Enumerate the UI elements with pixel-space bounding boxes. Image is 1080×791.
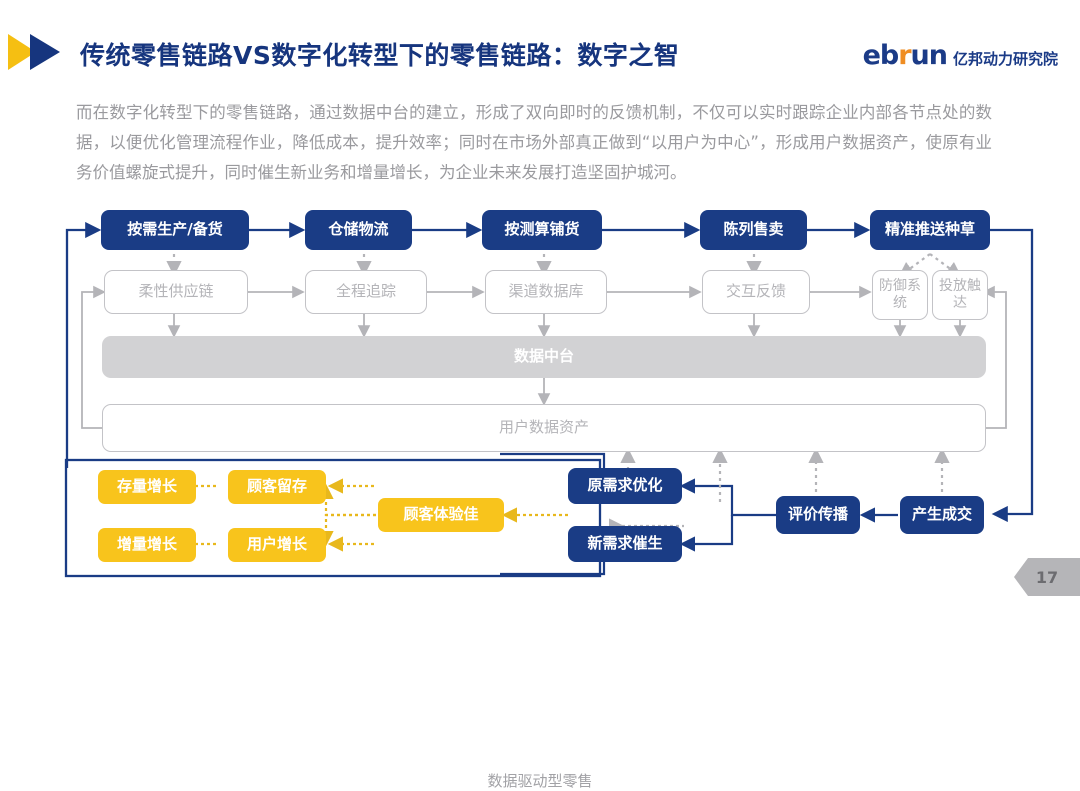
node-label: 陈列售卖 (723, 220, 784, 239)
node-mid-4: 交互反馈 (702, 270, 810, 314)
node-label: 存量增长 (116, 477, 177, 496)
diagram-connectors (64, 221, 1034, 578)
node-demand-1: 原需求优化 (568, 468, 682, 504)
node-top-3: 按测算铺货 (482, 210, 602, 250)
node-top-4: 陈列售卖 (700, 210, 807, 250)
page-number-badge: 17 (1014, 558, 1080, 596)
data-platform-label: 数据中台 (513, 347, 574, 366)
node-label: 柔性供应链 (138, 282, 214, 301)
brand-text-part2: un (910, 40, 948, 71)
node-label: 防御系统 (879, 278, 921, 311)
retail-chain-diagram: 按需生产/备货 仓储物流 按测算铺货 陈列售卖 精准推送种草 柔性供应链 全程追… (0, 196, 1080, 790)
node-outcome-1: 评价传播 (776, 496, 860, 534)
node-mid-2: 全程追踪 (305, 270, 427, 314)
brand-text-accent: r (898, 40, 911, 71)
node-label: 仓储物流 (328, 220, 389, 239)
brand-text-part1: eb (862, 40, 900, 71)
node-growth-2: 增量增长 (98, 528, 196, 562)
node-growth-5: 顾客体验佳 (378, 498, 504, 532)
user-data-assets-bar: 用户数据资产 (102, 404, 986, 452)
node-mid-1: 柔性供应链 (104, 270, 248, 314)
node-label: 评价传播 (787, 505, 848, 524)
data-platform-bar: 数据中台 (102, 336, 986, 378)
node-label: 新需求催生 (587, 534, 663, 553)
node-label: 用户增长 (246, 535, 307, 554)
node-mid-5: 防御系统 (872, 270, 928, 320)
page-title: 传统零售链路VS数字化转型下的零售链路：数字之智 (80, 41, 680, 70)
node-label: 产生成交 (911, 505, 972, 524)
body-paragraph: 而在数字化转型下的零售链路，通过数据中台的建立，形成了双向即时的反馈机制，不仅可… (76, 103, 992, 182)
user-data-assets-label: 用户数据资产 (498, 418, 589, 437)
node-top-2: 仓储物流 (305, 210, 412, 250)
node-top-1: 按需生产/备货 (101, 210, 249, 250)
node-label: 精准推送种草 (884, 220, 975, 239)
node-top-5: 精准推送种草 (870, 210, 990, 250)
node-label: 交互反馈 (725, 282, 786, 301)
node-growth-1: 存量增长 (98, 470, 196, 504)
node-demand-2: 新需求催生 (568, 526, 682, 562)
node-label: 原需求优化 (587, 476, 663, 495)
ebrun-logo: eb r un 亿邦动力研究院 (862, 40, 1058, 71)
node-label: 全程追踪 (335, 282, 396, 301)
node-mid-3: 渠道数据库 (485, 270, 607, 314)
node-mid-6: 投放触达 (932, 270, 988, 320)
double-chevron-arrow-logo (8, 34, 60, 70)
node-growth-4: 用户增长 (228, 528, 326, 562)
node-outcome-2: 产生成交 (900, 496, 984, 534)
node-label: 顾客体验佳 (403, 505, 479, 524)
node-label: 按需生产/备货 (127, 220, 223, 239)
diagram-caption: 数据驱动型零售 (487, 772, 593, 790)
node-label: 投放触达 (939, 278, 981, 311)
node-growth-3: 顾客留存 (228, 470, 326, 504)
brand-text-chinese: 亿邦动力研究院 (952, 50, 1058, 68)
node-label: 顾客留存 (246, 477, 307, 496)
node-label: 增量增长 (116, 535, 177, 554)
node-label: 渠道数据库 (508, 282, 584, 301)
node-label: 按测算铺货 (504, 220, 580, 239)
